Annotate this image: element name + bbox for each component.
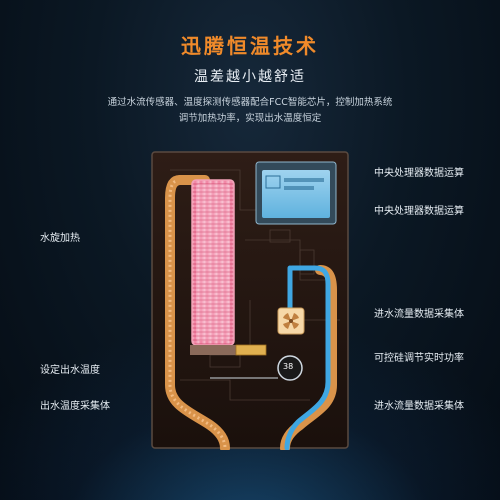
control-panel-screen <box>262 170 330 218</box>
label-cpu-2: 中央处理器数据运算 <box>374 206 464 217</box>
scr-module <box>235 344 267 356</box>
fan-icon <box>283 313 299 329</box>
label-inflow-sensor-2: 进水流量数据采集体 <box>374 401 464 412</box>
page-title: 迅腾恒温技术 <box>181 34 319 58</box>
description-line-2: 调节加热功率，实现出水温度恒定 <box>178 113 322 124</box>
label-water-spin-heating: 水旋加热 <box>40 233 80 244</box>
label-scr-power: 可控硅调节实时功率 <box>374 353 464 364</box>
heating-element-glow <box>196 184 230 341</box>
description-line-1: 通过水流传感器、温度探测传感器配合FCC智能芯片，控制加热系统 <box>107 97 393 108</box>
water-heater-diagram <box>151 151 349 450</box>
temperature-display <box>277 355 303 381</box>
screen-icon <box>265 175 281 189</box>
label-set-output-temp: 设定出水温度 <box>40 365 100 376</box>
label-cpu-1: 中央处理器数据运算 <box>374 168 464 179</box>
page-subtitle: 温差越小越舒适 <box>194 69 306 85</box>
heating-element-base <box>190 345 236 355</box>
temperature-value: 38 <box>283 362 294 371</box>
hot-water-pipe-highlight <box>168 178 227 449</box>
label-inflow-sensor-1: 进水流量数据采集体 <box>374 309 464 320</box>
cold-water-pipe <box>284 265 331 450</box>
label-output-temp-sensor: 出水温度采集体 <box>40 401 110 412</box>
